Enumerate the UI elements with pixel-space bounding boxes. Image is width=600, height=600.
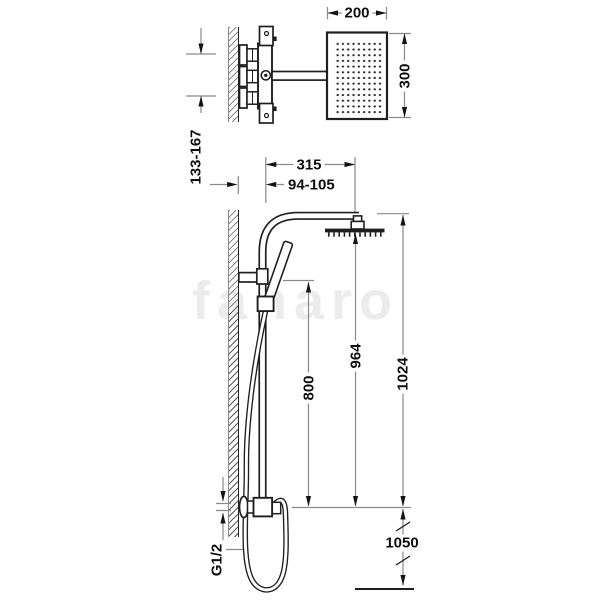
dim-label-head-width: 200: [341, 4, 373, 22]
hand-shower-hose: [242, 310, 289, 593]
wall-bracket: [237, 267, 269, 285]
wall-hatch-side: [228, 210, 239, 537]
dim-label-connection-thread: G1/2: [208, 540, 226, 580]
supply-elbow: [238, 495, 282, 519]
handset-holder: [256, 295, 275, 313]
spray-nozzle-grid: [334, 40, 382, 114]
thermostatic-valve-plan: [238, 25, 329, 124]
dim-label-head-depth: 300: [396, 59, 413, 92]
dim-label-inlet-spacing: 133-167: [187, 126, 205, 188]
dim-label-base-height: 1050: [382, 534, 422, 552]
dim-label-head-face-height: 964: [347, 340, 364, 372]
dimension-arrows: [198, 10, 408, 586]
rain-head-side: [325, 215, 385, 237]
screw-hole-bottom: [263, 112, 270, 119]
wall-hatch-plan: [228, 27, 239, 122]
head-arm-plan: [271, 70, 329, 81]
dim-label-wall-offset: 94-105: [285, 176, 338, 193]
dim-label-column-top-height: 1024: [394, 354, 412, 394]
shower-column-pipe: [258, 211, 359, 502]
dim-label-handset-height: 800: [300, 372, 317, 404]
screw-hole-top: [263, 30, 270, 37]
dim-label-arm-reach: 315: [293, 156, 325, 173]
valve-inlet-stubs: [238, 44, 259, 109]
hand-shower: [256, 240, 294, 313]
break-marks: [395, 521, 411, 566]
